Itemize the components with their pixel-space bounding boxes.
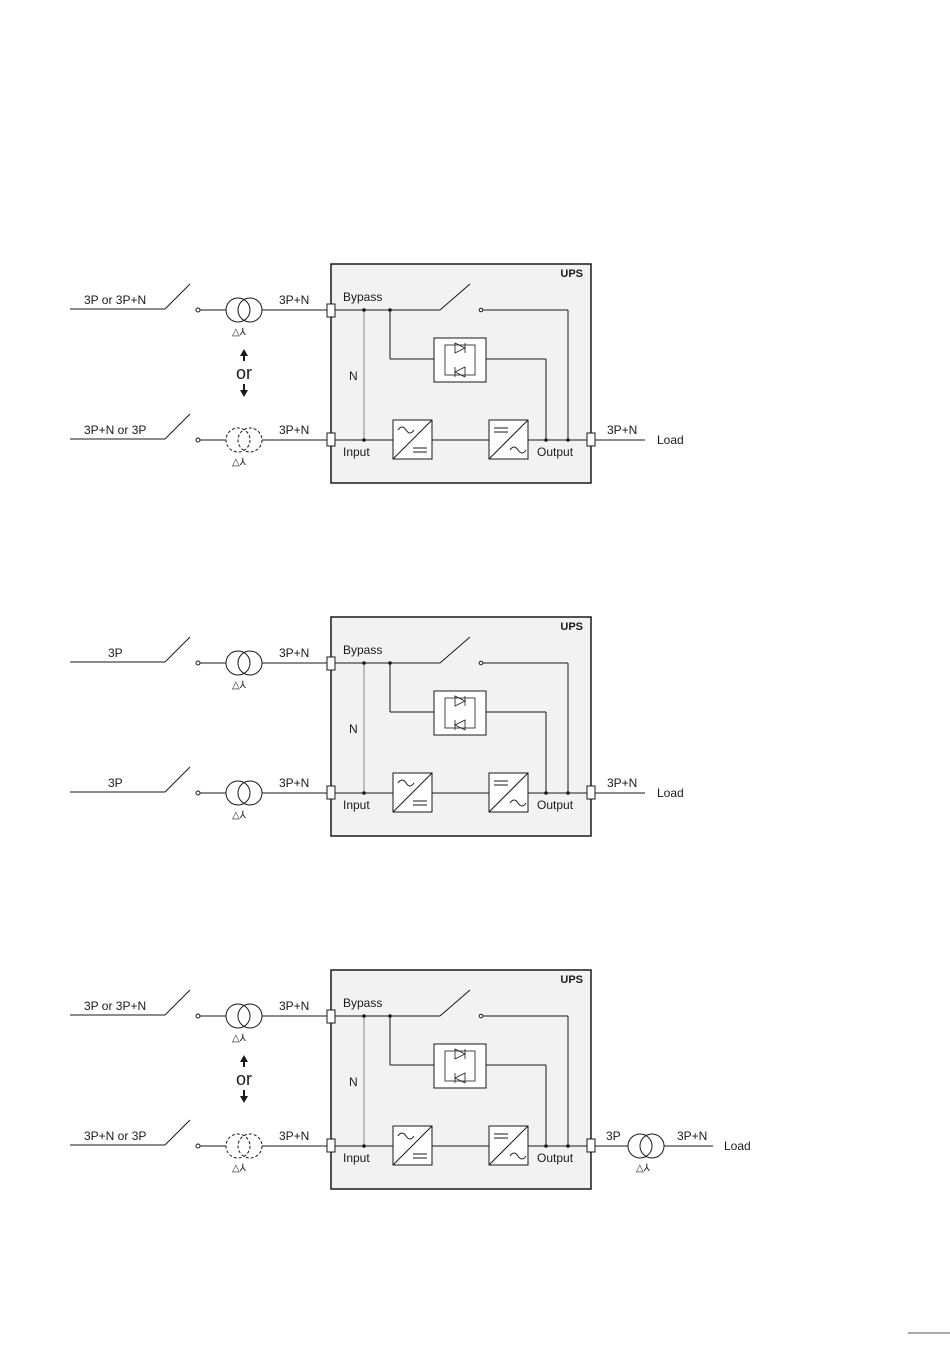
out-link-label: 3P (606, 1129, 621, 1143)
transformer-symbol: △⅄ (636, 1163, 651, 1174)
neutral-label: N (349, 722, 358, 736)
input-label: Input (343, 1151, 370, 1165)
input-label: Input (343, 798, 370, 812)
static-switch-icon (434, 1044, 486, 1088)
top-link-label: 3P+N (279, 646, 309, 660)
bottom-link-label: 3P+N (279, 776, 309, 790)
neutral-label: N (349, 1075, 358, 1089)
output-label: Output (537, 445, 574, 459)
load-label: Load (724, 1139, 751, 1153)
top-source-label: 3P or 3P+N (84, 293, 146, 307)
top-link-label: 3P+N (279, 999, 309, 1013)
ups-label: UPS (560, 268, 583, 280)
out-link-label: 3P+N (607, 776, 637, 790)
source-diagonal-top (165, 284, 190, 309)
arrow-down-icon (240, 1096, 248, 1103)
arrow-up-icon (240, 349, 248, 356)
bypass-label: Bypass (343, 643, 382, 657)
transformer-symbol: △⅄ (232, 1033, 247, 1044)
arrow-up-icon (240, 1055, 248, 1062)
bottom-source-label: 3P+N or 3P (84, 1129, 146, 1143)
static-switch-icon (434, 691, 486, 735)
diagram-3: UPS 3P or 3P+N △⅄ 3P+N or 3P+N or 3P △⅄ … (70, 970, 751, 1189)
transformer-symbol: △⅄ (232, 1163, 247, 1174)
bottom-source-label: 3P (108, 776, 123, 790)
out-link-label: 3P+N (607, 423, 637, 437)
bypass-label: Bypass (343, 996, 382, 1010)
transformer-symbol: △⅄ (232, 457, 247, 468)
top-source-label: 3P (108, 646, 123, 660)
transformer-symbol: △⅄ (232, 810, 247, 821)
bottom-source-label: 3P+N or 3P (84, 423, 146, 437)
output-label: Output (537, 798, 574, 812)
top-link-label: 3P+N (279, 293, 309, 307)
bypass-label: Bypass (343, 290, 382, 304)
diagram-2: UPS 3P △⅄ 3P+N 3P △⅄ 3P+N Bypass N (70, 617, 684, 836)
diagram-1: UPS 3P or 3P+N △⅄ 3P+N or 3P+N or 3P △⅄ … (70, 264, 684, 483)
or-label: or (236, 363, 252, 383)
load-label: Load (657, 786, 684, 800)
bottom-link-label: 3P+N (279, 423, 309, 437)
terminal-output (587, 433, 595, 446)
bottom-link-label: 3P+N (279, 1129, 309, 1143)
terminal-bypass (327, 304, 335, 317)
load-label: Load (657, 433, 684, 447)
terminal-dot (196, 308, 200, 312)
ups-label: UPS (560, 621, 583, 633)
terminal-input (327, 433, 335, 446)
ups-label: UPS (560, 974, 583, 986)
out-link2-label: 3P+N (677, 1129, 707, 1143)
arrow-down-icon (240, 390, 248, 397)
or-label: or (236, 1069, 252, 1089)
input-label: Input (343, 445, 370, 459)
output-label: Output (537, 1151, 574, 1165)
transformer-symbol: △⅄ (232, 680, 247, 691)
top-source-label: 3P or 3P+N (84, 999, 146, 1013)
transformer-symbol: △⅄ (232, 327, 247, 338)
neutral-label: N (349, 369, 358, 383)
